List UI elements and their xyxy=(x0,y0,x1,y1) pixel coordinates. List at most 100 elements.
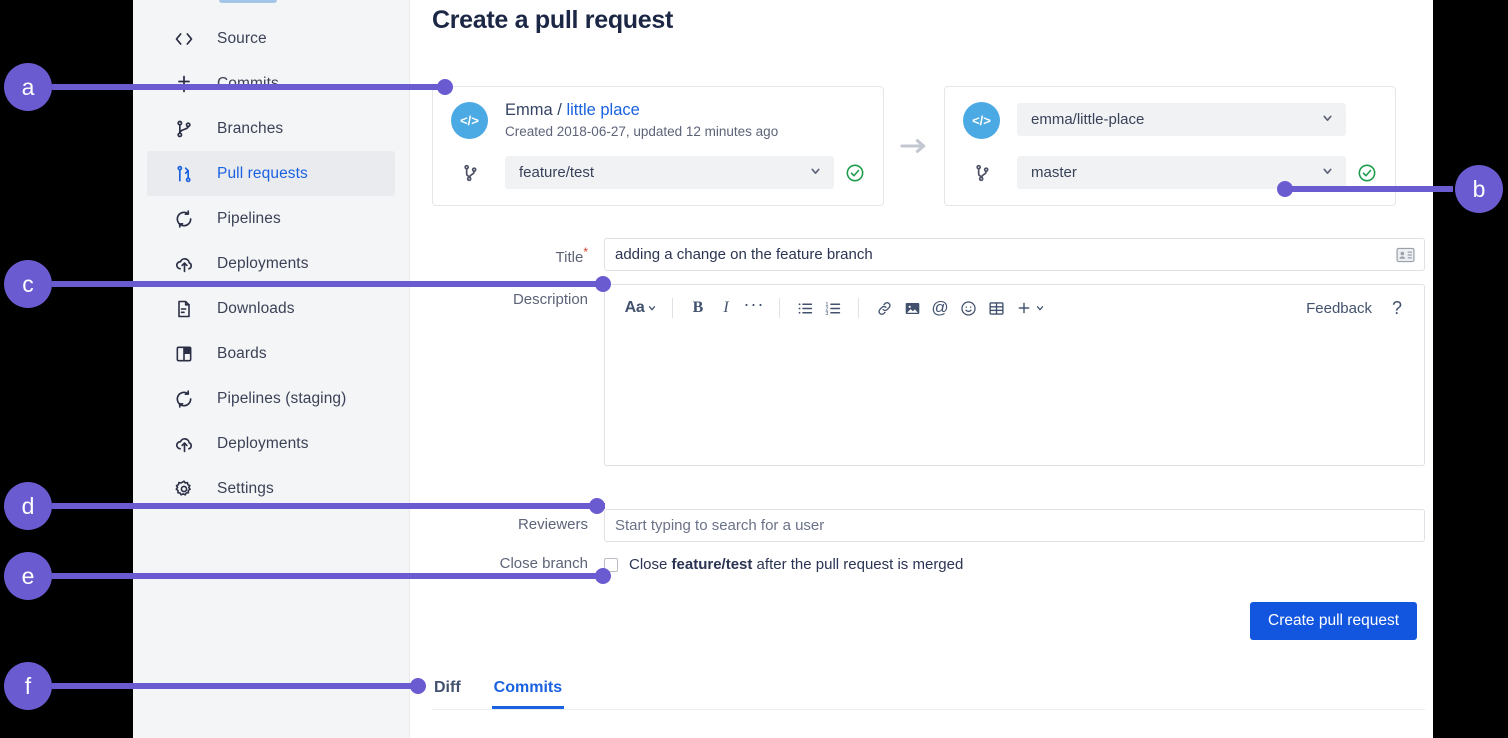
destination-branch-row: master xyxy=(963,156,1377,189)
svg-text:3: 3 xyxy=(825,310,828,316)
sidebar-item-label: Source xyxy=(217,29,267,47)
callout-d-line xyxy=(52,503,605,509)
chevron-down-icon xyxy=(809,164,822,181)
deployments-icon xyxy=(173,253,195,275)
more-formatting-icon[interactable]: ··· xyxy=(743,294,765,314)
callout-a-badge: a xyxy=(4,63,52,111)
callout-f-badge: f xyxy=(4,662,52,710)
table-icon[interactable] xyxy=(982,294,1010,322)
callout-f-dot xyxy=(410,678,426,694)
feedback-link[interactable]: Feedback xyxy=(1306,299,1372,317)
source-branch-select[interactable]: feature/test xyxy=(505,156,834,189)
link-icon[interactable] xyxy=(870,294,898,322)
title-input[interactable]: adding a change on the feature branch xyxy=(604,238,1425,271)
callout-c-line xyxy=(52,281,605,287)
main-content: Create a pull request </> Emma / xyxy=(410,0,1433,738)
sidebar-item-label: Pipelines (staging) xyxy=(217,389,347,407)
sidebar-item-boards[interactable]: Boards xyxy=(147,331,395,376)
destination-branch-select[interactable]: master xyxy=(1017,156,1346,189)
source-repo-owner: Emma xyxy=(505,101,553,119)
callout-b-dot xyxy=(1277,181,1293,197)
sidebar-item-deployments-2[interactable]: Deployments xyxy=(147,421,395,466)
chevron-down-icon xyxy=(1321,164,1334,181)
repository-sidebar: Source Commits Branches xyxy=(133,0,410,738)
create-pull-request-button[interactable]: Create pull request xyxy=(1250,602,1417,640)
image-icon[interactable] xyxy=(898,294,926,322)
source-branch-valid-icon xyxy=(845,163,865,183)
sidebar-item-downloads[interactable]: Downloads xyxy=(147,286,395,331)
chevron-down-icon xyxy=(1321,111,1334,128)
callout-e-badge: e xyxy=(4,552,52,600)
callout-d-badge: d xyxy=(4,482,52,530)
close-text-post: after the pull request is merged xyxy=(752,556,964,573)
pipelines-icon xyxy=(173,208,195,230)
description-editor[interactable]: Aa B I xyxy=(604,284,1425,466)
reviewers-field-row: Reviewers Start typing to search for a u… xyxy=(432,509,1425,542)
sidebar-item-label: Downloads xyxy=(217,299,295,317)
close-branch-field-row: Close branch Close feature/test after th… xyxy=(432,553,1425,573)
contact-card-icon[interactable] xyxy=(1396,247,1415,262)
callout-c-badge: c xyxy=(4,260,52,308)
close-branch-checkbox[interactable] xyxy=(604,557,618,572)
svg-text:1: 1 xyxy=(825,301,828,307)
source-branch-value: feature/test xyxy=(519,164,595,181)
title-field-row: Title* adding a change on the feature br… xyxy=(432,238,1425,271)
help-icon[interactable]: ? xyxy=(1391,297,1402,318)
sidebar-item-pipelines-staging[interactable]: Pipelines (staging) xyxy=(147,376,395,421)
reviewers-input[interactable]: Start typing to search for a user xyxy=(604,509,1425,542)
source-branch-row: feature/test xyxy=(451,156,865,189)
destination-branch-value: master xyxy=(1031,164,1077,181)
title-input-value: adding a change on the feature branch xyxy=(615,246,873,263)
callout-e-dot xyxy=(595,568,611,584)
sidebar-item-settings[interactable]: Settings xyxy=(147,466,395,511)
gear-icon xyxy=(173,478,195,500)
source-repo-link[interactable]: little place xyxy=(566,101,640,119)
sidebar-nav-list: Source Commits Branches xyxy=(133,0,409,511)
destination-repo-avatar-icon: </> xyxy=(963,102,1000,139)
callout-f-line xyxy=(52,683,421,689)
emoji-icon[interactable] xyxy=(954,294,982,322)
callout-e-line xyxy=(52,573,605,579)
reviewers-label: Reviewers xyxy=(517,516,588,533)
toolbar-divider xyxy=(779,298,780,318)
branch-selection-row: </> Emma / little place Created 2018-06-… xyxy=(432,86,1433,206)
sidebar-item-branches[interactable]: Branches xyxy=(147,106,395,151)
text-style-label: Aa xyxy=(624,299,645,316)
destination-repo-value: emma/little-place xyxy=(1031,111,1145,128)
sidebar-item-source[interactable]: Source xyxy=(147,16,395,61)
toolbar-divider xyxy=(858,298,859,318)
text-style-dropdown[interactable]: Aa xyxy=(621,294,661,322)
callout-d-dot xyxy=(589,498,605,514)
mention-glyph: @ xyxy=(931,298,949,317)
pull-request-icon xyxy=(173,163,195,185)
close-text-pre: Close xyxy=(629,556,672,573)
submit-row: Create pull request xyxy=(432,602,1425,640)
code-icon xyxy=(173,28,195,50)
italic-icon[interactable]: I xyxy=(723,299,729,316)
close-branch-label: Close branch xyxy=(499,555,588,572)
title-label-text: Title xyxy=(555,249,584,266)
source-repo-title: Emma / little place xyxy=(505,100,865,121)
source-repository-card: </> Emma / little place Created 2018-06-… xyxy=(432,86,884,206)
callout-b-line xyxy=(1285,186,1453,192)
destination-repo-select[interactable]: emma/little-place xyxy=(1017,103,1346,136)
destination-branch-valid-icon xyxy=(1357,163,1377,183)
sidebar-item-label: Deployments xyxy=(217,434,309,452)
mention-icon[interactable]: @ xyxy=(926,294,954,322)
sidebar-item-label: Boards xyxy=(217,344,267,362)
branch-icon xyxy=(963,163,1000,183)
bulleted-list-icon[interactable] xyxy=(791,294,819,322)
callout-a-line xyxy=(52,84,447,90)
tab-diff[interactable]: Diff xyxy=(434,679,461,696)
bold-icon[interactable]: B xyxy=(692,299,704,316)
pipelines-icon xyxy=(173,388,195,410)
tab-commits[interactable]: Commits xyxy=(491,679,565,709)
insert-more-icon[interactable] xyxy=(1010,294,1050,322)
sidebar-item-pipelines[interactable]: Pipelines xyxy=(147,196,395,241)
callout-a-dot xyxy=(437,79,453,95)
sidebar-item-label: Pipelines xyxy=(217,209,281,227)
sidebar-item-deployments[interactable]: Deployments xyxy=(147,241,395,286)
sidebar-item-pull-requests[interactable]: Pull requests xyxy=(147,151,395,196)
description-textarea[interactable] xyxy=(605,331,1424,465)
